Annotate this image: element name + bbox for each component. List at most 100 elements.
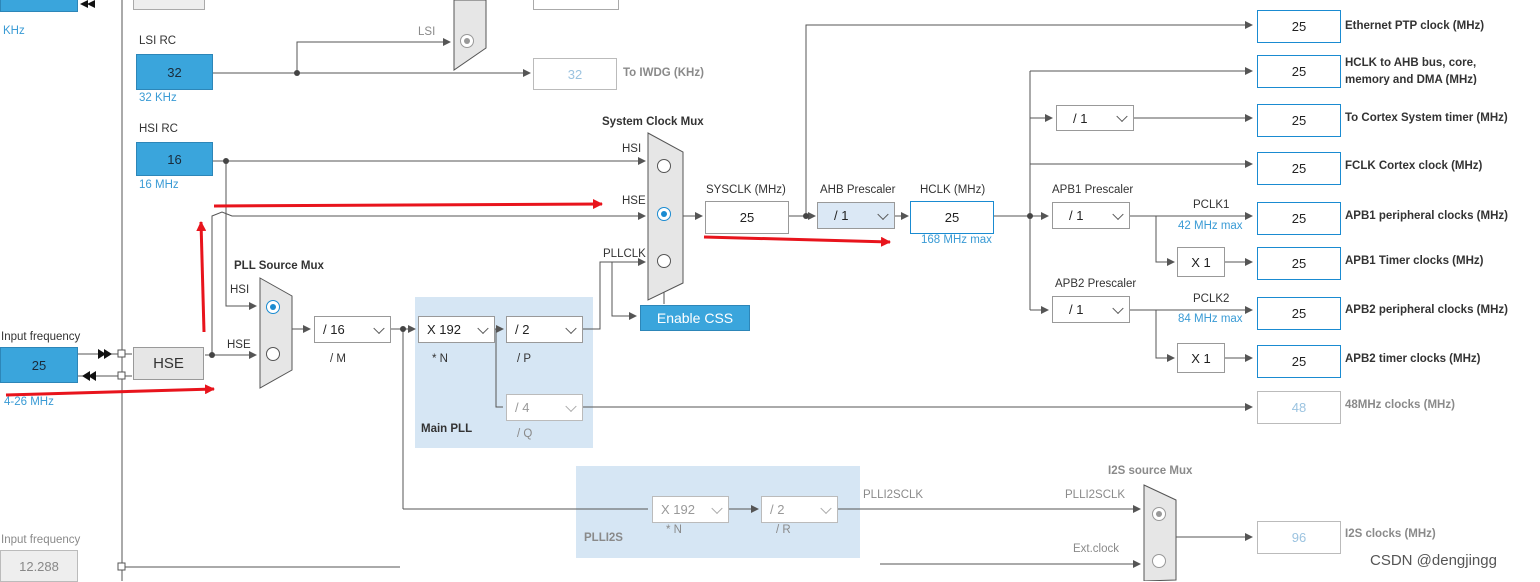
apb1-peripheral-label: APB1 peripheral clocks (MHz) <box>1345 210 1508 222</box>
apb1-prescaler-value: / 1 <box>1069 208 1084 223</box>
lsi-title: LSI RC <box>139 35 177 47</box>
sys-mux-pllclk-label: PLLCLK <box>603 248 646 260</box>
apb1-timer-value: 25 <box>1257 247 1341 280</box>
apb2-prescaler-label: APB2 Prescaler <box>1055 278 1137 290</box>
ahb-prescaler-select[interactable]: / 1 <box>817 202 895 229</box>
lse-khz-label: KHz <box>3 25 25 37</box>
sys-mux-hse-radio[interactable] <box>657 207 671 221</box>
cortex-timer-divider-select[interactable]: / 1 <box>1056 105 1134 131</box>
chevron-down-icon <box>477 322 489 334</box>
plli2s-r-value: / 2 <box>770 502 785 517</box>
apb1-max: 42 MHz max <box>1178 220 1243 232</box>
lse-oscillator-box[interactable] <box>0 0 78 12</box>
input-frequency-range: 4-26 MHz <box>4 396 54 408</box>
plli2s-r-label: / R <box>776 524 791 536</box>
apb2-timer-value: 25 <box>1257 345 1341 378</box>
apb1-timer-label: APB1 Timer clocks (MHz) <box>1345 255 1484 267</box>
ahb-prescaler-label: AHB Prescaler <box>820 184 896 196</box>
cortex-divider-value: / 1 <box>1073 110 1088 126</box>
chevron-down-icon <box>565 322 577 334</box>
i2s-clock-value: 96 <box>1257 521 1341 554</box>
fclk-label: FCLK Cortex clock (MHz) <box>1345 160 1483 172</box>
hclk-ahb-value: 25 <box>1257 55 1341 88</box>
input-frequency-label: Input frequency <box>1 331 81 343</box>
pll-m-select[interactable]: / 16 <box>314 316 391 343</box>
chevron-down-icon <box>820 502 832 514</box>
clk48-value: 48 <box>1257 391 1341 424</box>
apb2-peripheral-value: 25 <box>1257 297 1341 330</box>
hclk-value[interactable]: 25 <box>910 201 994 234</box>
sysclk-value: 25 <box>705 201 789 234</box>
chevron-down-icon <box>711 502 723 514</box>
ethernet-ptp-label: Ethernet PTP clock (MHz) <box>1345 20 1485 32</box>
pll-q-label: / Q <box>517 428 533 440</box>
apb2-timer-label: APB2 timer clocks (MHz) <box>1345 353 1481 365</box>
ahb-prescaler-value: / 1 <box>834 208 849 223</box>
apb2-max: 84 MHz max <box>1178 313 1243 325</box>
chevron-down-icon <box>565 400 577 412</box>
apb1-prescaler-select[interactable]: / 1 <box>1052 202 1130 229</box>
main-pll-title: Main PLL <box>421 423 473 435</box>
chevron-down-icon <box>373 322 385 334</box>
sys-mux-pllclk-radio[interactable] <box>657 254 671 268</box>
iwdg-label: To IWDG (KHz) <box>623 67 704 79</box>
i2s-mux-ext-radio[interactable] <box>1152 554 1166 568</box>
clk48-label: 48MHz clocks (MHz) <box>1345 399 1455 411</box>
i2s-mux-ext-label: Ext.clock <box>1073 543 1120 555</box>
apb2-prescaler-value: / 1 <box>1069 302 1084 317</box>
system-clock-mux-title: System Clock Mux <box>602 116 704 128</box>
lsi-freq: 32 KHz <box>139 92 177 104</box>
fclk-value: 25 <box>1257 152 1341 185</box>
pll-n-select[interactable]: X 192 <box>418 316 495 343</box>
input-frequency2-label: Input frequency <box>1 534 81 546</box>
lsi-mux-radio[interactable] <box>460 34 474 48</box>
sys-mux-hsi-label: HSI <box>622 143 642 155</box>
pll-mux-hsi-label: HSI <box>230 284 250 296</box>
plli2s-n-label: * N <box>666 524 682 536</box>
pll-mux-hse-label: HSE <box>227 339 251 351</box>
pll-p-value: / 2 <box>515 322 530 337</box>
hclk-ahb-label: HCLK to AHB bus, core, memory and DMA (M… <box>1345 55 1505 85</box>
pll-q-value: / 4 <box>515 400 530 415</box>
pll-p-select[interactable]: / 2 <box>506 316 583 343</box>
apb2-timer-mult: X 1 <box>1177 343 1225 373</box>
chevron-down-icon <box>877 208 889 220</box>
pll-q-select[interactable]: / 4 <box>506 394 583 421</box>
hclk-label: HCLK (MHz) <box>920 184 986 196</box>
pll-m-value: / 16 <box>323 322 345 337</box>
plli2s-n-select[interactable]: X 192 <box>652 496 729 523</box>
pll-source-mux-title: PLL Source Mux <box>234 260 324 272</box>
sysclk-label: SYSCLK (MHz) <box>706 184 786 196</box>
lsi-mux-label: LSI <box>418 26 436 38</box>
apb1-timer-mult: X 1 <box>1177 247 1225 277</box>
csdn-watermark: CSDN @dengjingg <box>1370 552 1497 569</box>
pll-mux-hsi-radio[interactable] <box>266 300 280 314</box>
sys-mux-hse-label: HSE <box>622 195 646 207</box>
lse-divider-box[interactable] <box>133 0 205 10</box>
cortex-timer-value: 25 <box>1257 104 1341 137</box>
input-frequency2-value[interactable]: 12.288 <box>0 550 78 582</box>
ethernet-ptp-value: 25 <box>1257 10 1341 43</box>
input-frequency-value[interactable]: 25 <box>0 347 78 383</box>
hse-block[interactable]: HSE <box>133 347 204 380</box>
i2s-mux-plli2s-radio[interactable] <box>1152 507 1166 521</box>
i2s-mux-plli2sclk-label: PLLI2SCLK <box>1065 489 1126 501</box>
plli2s-r-select[interactable]: / 2 <box>761 496 838 523</box>
enable-css-button[interactable]: Enable CSS <box>640 305 750 331</box>
hclk-ahb-label-text: HCLK to AHB bus, core, memory and DMA (M… <box>1345 57 1477 85</box>
chevron-down-icon <box>1116 110 1128 123</box>
apb1-peripheral-value: 25 <box>1257 202 1341 235</box>
pll-mux-hse-radio[interactable] <box>266 347 280 361</box>
pll-n-label: * N <box>432 353 448 365</box>
hsi-value: 16 <box>136 142 213 176</box>
i2s-clock-label: I2S clocks (MHz) <box>1345 528 1436 540</box>
pclk1-label: PCLK1 <box>1193 199 1230 211</box>
plli2sclk-label: PLLI2SCLK <box>863 489 924 501</box>
hsi-title: HSI RC <box>139 123 178 135</box>
apb2-prescaler-select[interactable]: / 1 <box>1052 296 1130 323</box>
sys-mux-hsi-radio[interactable] <box>657 159 671 173</box>
plli2s-n-value: X 192 <box>661 502 695 517</box>
pll-p-label: / P <box>517 353 532 365</box>
pll-n-value: X 192 <box>427 322 461 337</box>
pll-m-label: / M <box>330 353 346 365</box>
